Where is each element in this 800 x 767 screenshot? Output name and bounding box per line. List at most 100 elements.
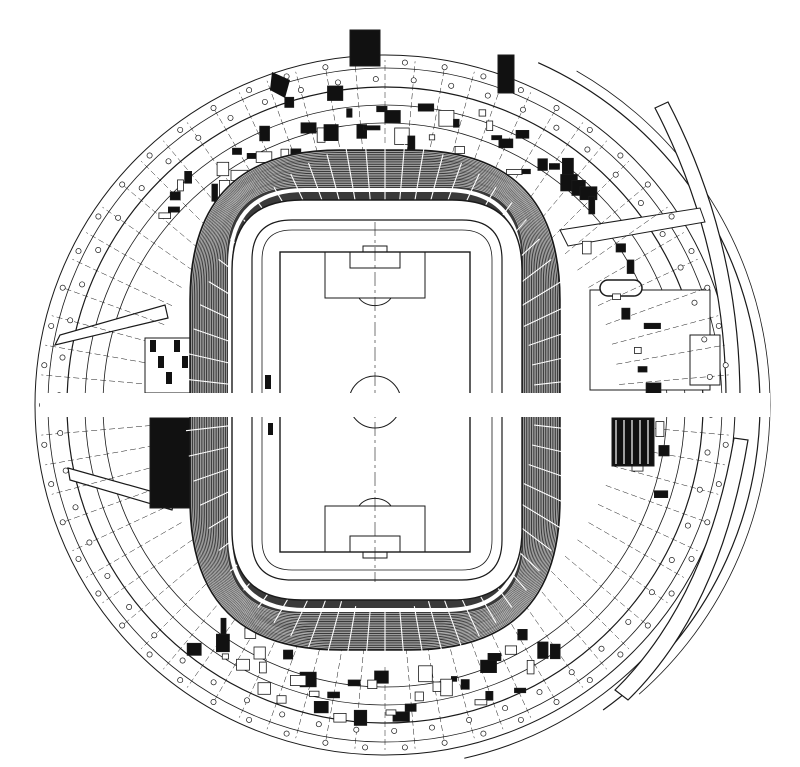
north-room-29 [438,110,455,127]
east-outer-arc [537,62,761,711]
west-wing-cell-4 [182,356,188,368]
north-room-45 [588,195,596,215]
north-room-41 [562,157,574,176]
row-marker-1-2 [696,486,703,493]
south-room-26 [308,690,320,697]
row-marker-1-4 [668,557,675,563]
north-room-35 [498,138,514,149]
seat-row-10 [206,166,544,634]
south-room-23 [333,713,347,723]
gridline-42 [86,232,182,288]
south-room-8 [485,691,494,701]
row-marker-0-24 [59,519,66,526]
row-marker-1-36 [227,114,234,121]
north-room-1 [167,206,180,213]
seat-row-5 [198,158,552,642]
north-room-20 [346,108,353,118]
north-room-40 [549,163,560,170]
row-marker-1-39 [335,79,341,86]
north-room-38 [521,168,531,175]
gridline-6 [588,522,684,578]
row-marker-1-48 [637,200,644,206]
row-marker-0-49 [668,213,675,220]
east-room-0 [582,240,592,255]
gridline-66 [588,232,684,288]
seat-row-7 [201,161,549,639]
row-marker-0-30 [59,284,66,291]
gridline-28 [120,555,206,627]
seat-row-6 [200,160,550,640]
south-room-33 [253,646,266,660]
aisle-12 [441,594,463,648]
row-marker-0-45 [553,105,560,111]
row-marker-0-35 [177,126,184,133]
east-room-3 [612,293,621,300]
row-marker-1-43 [484,92,491,99]
north-room-10 [246,152,257,159]
south-room-37 [215,633,230,653]
north-tower [349,29,381,67]
south-room-25 [313,701,329,714]
row-marker-0-25 [48,481,55,488]
west-wing-cell-0 [150,340,156,352]
row-marker-1-6 [625,618,632,625]
gridline-65 [577,206,668,271]
aisle-60 [523,304,571,327]
row-marker-1-42 [448,82,455,89]
aisle-15 [399,608,406,666]
north-room-16 [300,122,317,134]
north-penalty-arc [358,297,392,307]
row-marker-1-29 [67,317,74,324]
south-room-10 [460,679,470,690]
south-room-31 [257,682,271,695]
north-room-7 [216,161,230,177]
east-room-1 [615,243,626,253]
row-marker-0-50 [688,248,695,255]
seat-row-13 [212,172,538,628]
row-marker-1-14 [353,726,360,733]
south-penalty-arc [358,497,392,507]
gridline-20 [324,636,345,745]
row-marker-1-7 [598,645,605,652]
gridline-4 [605,485,710,524]
south-room-0 [550,643,561,660]
north-east-tower [497,54,515,94]
row-marker-0-8 [586,677,593,684]
split-band [40,393,770,417]
south-room-14 [418,665,433,683]
row-marker-1-16 [279,711,286,718]
aisle-63 [534,378,585,386]
row-marker-1-31 [95,247,102,253]
south-room-28 [290,675,307,687]
south-room-7 [480,659,497,674]
aisle-4 [523,483,571,506]
aisle-2 [531,444,582,457]
north-room-39 [537,158,548,171]
gridline-30 [86,522,182,578]
north-room-25 [394,127,410,145]
seat-row-4 [196,156,554,644]
gridline-14 [465,625,504,730]
row-marker-0-6 [644,622,651,629]
south-room-6 [487,653,502,662]
annex-pool [599,279,643,297]
row-marker-1-33 [138,185,145,192]
row-marker-1-11 [466,717,473,723]
south-room-20 [367,679,378,689]
row-marker-0-44 [517,87,524,94]
gridline-37 [41,374,151,385]
north-room-21 [356,124,367,139]
row-marker-1-40 [372,76,379,83]
south-room-4 [504,645,517,655]
north-room-26 [407,135,416,151]
gridline-33 [51,465,159,495]
row-marker-0-7 [617,651,624,658]
row-marker-0-39 [322,64,329,71]
north-room-19 [327,85,344,101]
row-marker-1-21 [126,604,133,610]
row-marker-0-23 [75,555,82,562]
gridline-17 [405,639,416,749]
east-outer-arc-2 [576,70,771,695]
row-marker-0-32 [95,213,102,220]
